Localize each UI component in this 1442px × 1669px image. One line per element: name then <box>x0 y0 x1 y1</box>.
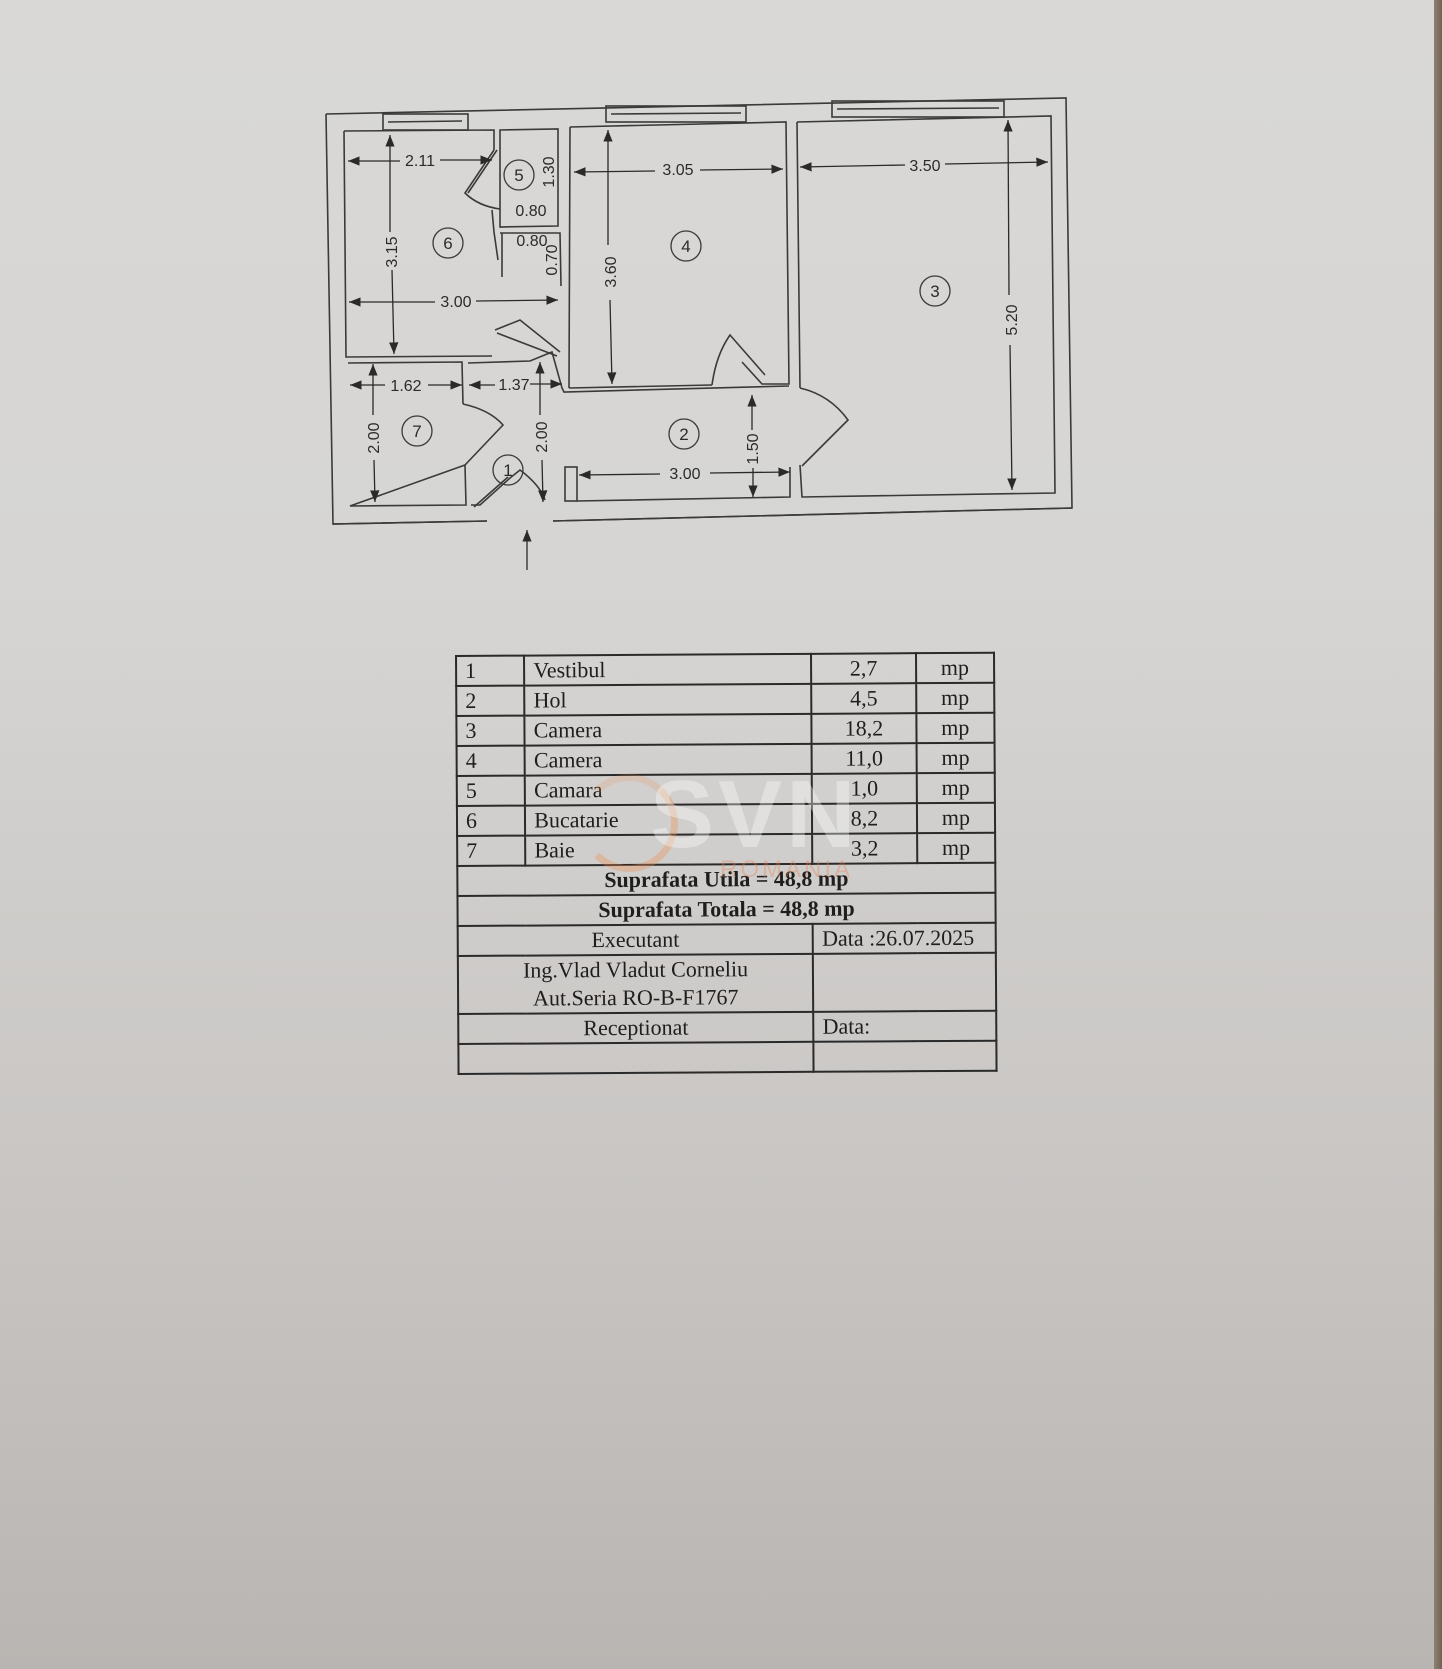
table-row: 6 Bucatarie 8,2 mp <box>456 802 996 836</box>
executant-details: Ing.Vlad Vladut Corneliu Aut.Seria RO-B-… <box>457 953 814 1014</box>
room-unit-cell: mp <box>916 772 995 804</box>
table-row: 3 Camera 18,2 mp <box>456 712 995 746</box>
dim-r6-width-top: 2.11 <box>405 153 435 170</box>
table-row: 5 Camara 1,0 mp <box>456 772 995 806</box>
room-area-cell: 4,5 <box>811 683 917 714</box>
room-number-cell: 2 <box>456 685 525 716</box>
room-area-cell: 18,2 <box>811 713 917 744</box>
room-number-cell: 4 <box>456 745 525 776</box>
dim-r1-width: 1.37 <box>498 377 529 394</box>
room-name-cell: Camera <box>524 743 813 776</box>
room-number-cell: 7 <box>457 835 526 866</box>
dim-r6-width: 3.00 <box>440 294 471 311</box>
room-name-cell: Vestibul <box>524 653 812 686</box>
room-number-cell: 1 <box>456 655 525 686</box>
room-number-6: 6 <box>443 234 452 253</box>
room-area-cell: 8,2 <box>812 803 917 834</box>
room-name-cell: Camera <box>524 713 812 746</box>
dim-r1-height: 2.00 <box>534 421 551 452</box>
table-row: 7 Baie 3,2 mp <box>457 832 996 866</box>
room-number-4: 4 <box>681 237 690 256</box>
area-table-container: 1 Vestibul 2,7 mp 2 Hol 4,5 mp 3 Camera … <box>455 652 998 1075</box>
dim-r2-height: 1.50 <box>745 433 762 464</box>
floor-plan: 1 2 3 4 5 6 7 2.11 3.15 3.00 1.30 0.80 0… <box>0 0 1442 600</box>
room-name-cell: Hol <box>524 683 812 716</box>
total-area-row: Suprafata Totala = 48,8 mp <box>457 892 996 926</box>
dim-r3-height: 5.20 <box>1004 304 1021 335</box>
useful-area-row: Suprafata Utila = 48,8 mp <box>457 862 996 896</box>
dim-r5-height: 1.30 <box>541 156 558 187</box>
room-area-cell: 2,7 <box>811 653 916 684</box>
executant-date: Data :26.07.2025 <box>812 922 996 954</box>
room-area-cell: 3,2 <box>812 833 917 864</box>
dim-r4-height: 3.60 <box>603 256 620 287</box>
dim-closet-width: 0.80 <box>516 233 547 250</box>
room-unit-cell: mp <box>916 742 995 774</box>
room-number-5: 5 <box>514 166 523 185</box>
room-number-2: 2 <box>679 425 688 444</box>
executant-header-row: Executant Data :26.07.2025 <box>457 922 996 956</box>
room-unit-cell: mp <box>916 802 996 834</box>
room-unit-cell: mp <box>915 682 995 714</box>
room-name-cell: Baie <box>525 833 813 866</box>
room-number-3: 3 <box>930 282 939 301</box>
received-date: Data: <box>813 1010 997 1042</box>
dim-closet-height: 0.70 <box>544 244 561 275</box>
total-area-total: Suprafata Totala = 48,8 mp <box>457 892 996 926</box>
room-name-cell: Bucatarie <box>525 803 813 836</box>
room-number-cell: 5 <box>456 775 526 806</box>
executant-name: Ing.Vlad Vladut Corneliu <box>522 956 749 983</box>
area-table: 1 Vestibul 2,7 mp 2 Hol 4,5 mp 3 Camera … <box>455 652 998 1075</box>
dim-r5-width: 0.80 <box>515 203 546 220</box>
executant-signature-box <box>813 952 997 1012</box>
dim-r7-width: 1.62 <box>390 378 421 395</box>
room-number-7: 7 <box>412 422 421 441</box>
useful-area-total: Suprafata Utila = 48,8 mp <box>457 862 996 896</box>
room-area-cell: 11,0 <box>811 743 917 774</box>
room-unit-cell: mp <box>915 652 995 684</box>
floor-plan-drawing: 1 2 3 4 5 6 7 2.11 3.15 3.00 1.30 0.80 0… <box>325 97 1073 570</box>
room-number-cell: 6 <box>456 805 526 836</box>
executant-signature-row: Ing.Vlad Vladut Corneliu Aut.Seria RO-B-… <box>457 952 997 1014</box>
room-unit-cell: mp <box>916 712 995 744</box>
received-label: Receptionat <box>458 1011 814 1044</box>
executant-authorization: Aut.Seria RO-B-F1767 <box>533 984 739 1011</box>
room-number-cell: 3 <box>456 715 525 746</box>
dim-r3-width: 3.50 <box>909 158 940 175</box>
dim-r2-width: 3.00 <box>669 466 700 483</box>
dim-r6-height: 3.15 <box>384 236 401 267</box>
received-signature-row <box>458 1040 997 1074</box>
table-row: 1 Vestibul 2,7 mp <box>456 652 995 686</box>
dim-r4-width: 3.05 <box>662 162 693 179</box>
table-row: 4 Camera 11,0 mp <box>456 742 995 776</box>
room-unit-cell: mp <box>916 832 996 864</box>
paper-edge <box>1434 0 1442 1669</box>
received-header-row: Receptionat Data: <box>458 1010 997 1044</box>
received-signature-box <box>458 1041 814 1074</box>
room-name-cell: Camara <box>524 773 813 806</box>
room-area-cell: 1,0 <box>812 773 917 804</box>
executant-label: Executant <box>457 923 814 956</box>
dim-r7-height: 2.00 <box>366 422 383 453</box>
room-number-1: 1 <box>503 461 512 480</box>
table-row: 2 Hol 4,5 mp <box>456 682 995 716</box>
received-date-box <box>813 1040 997 1072</box>
